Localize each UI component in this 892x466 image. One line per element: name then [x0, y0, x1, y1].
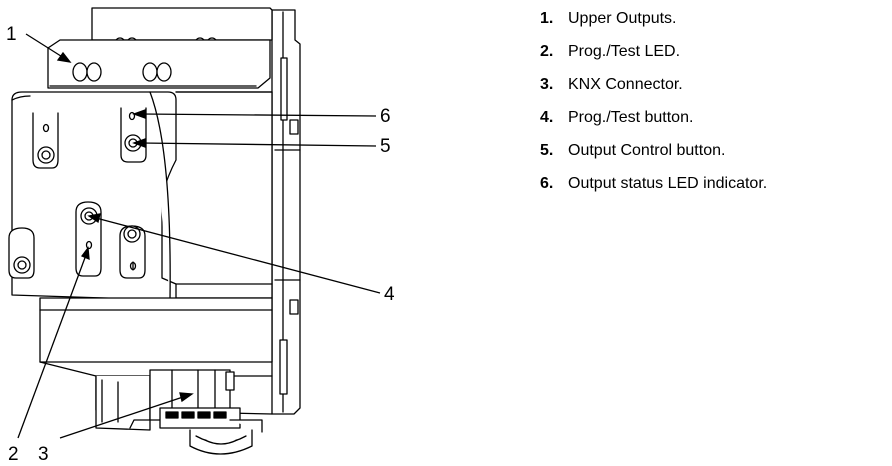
legend-number: 5. [540, 142, 554, 159]
front-panel-controls [8, 107, 147, 279]
legend-item-2: 2. Prog./Test LED. [540, 43, 890, 76]
legend-label: Prog./Test button. [568, 109, 694, 126]
device-diagram: 1 6 5 4 2 3 [6, 7, 395, 465]
upper-outputs-terminal [47, 39, 271, 89]
legend-item-4: 4. Prog./Test button. [540, 109, 890, 142]
legend-label: Output status LED indicator. [568, 175, 768, 192]
legend-list: 1. Upper Outputs. 2. Prog./Test LED. 3. … [540, 10, 890, 208]
legend-label: KNX Connector. [568, 76, 683, 93]
callout-5: 5 [380, 136, 391, 157]
callout-3: 3 [38, 444, 49, 465]
legend-label: Prog./Test LED. [568, 43, 681, 60]
callout-6: 6 [380, 106, 391, 127]
leader-3 [59, 392, 194, 439]
legend-item-1: 1. Upper Outputs. [540, 10, 890, 43]
callout-1: 1 [6, 24, 17, 45]
legend-number: 4. [540, 109, 554, 126]
rail-side-profile [271, 9, 301, 415]
callout-4: 4 [384, 284, 395, 305]
legend-label: Output Control button. [568, 142, 726, 159]
leader-6 [132, 109, 377, 119]
legend-item-5: 5. Output Control button. [540, 142, 890, 175]
leader-5 [132, 138, 377, 148]
legend-number: 1. [540, 10, 554, 27]
leader-1 [25, 33, 72, 63]
legend-item-6: 6. Output status LED indicator. [540, 175, 890, 208]
base-rail-clip [189, 429, 253, 455]
legend-label: Upper Outputs. [568, 10, 677, 27]
legend-number: 2. [540, 43, 554, 60]
leader-4 [87, 213, 381, 294]
callout-2: 2 [8, 444, 19, 465]
legend-item-3: 3. KNX Connector. [540, 76, 890, 109]
leader-2 [17, 246, 90, 439]
legend-number: 3. [540, 76, 554, 93]
knx-connector [95, 369, 263, 433]
legend-number: 6. [540, 175, 554, 192]
